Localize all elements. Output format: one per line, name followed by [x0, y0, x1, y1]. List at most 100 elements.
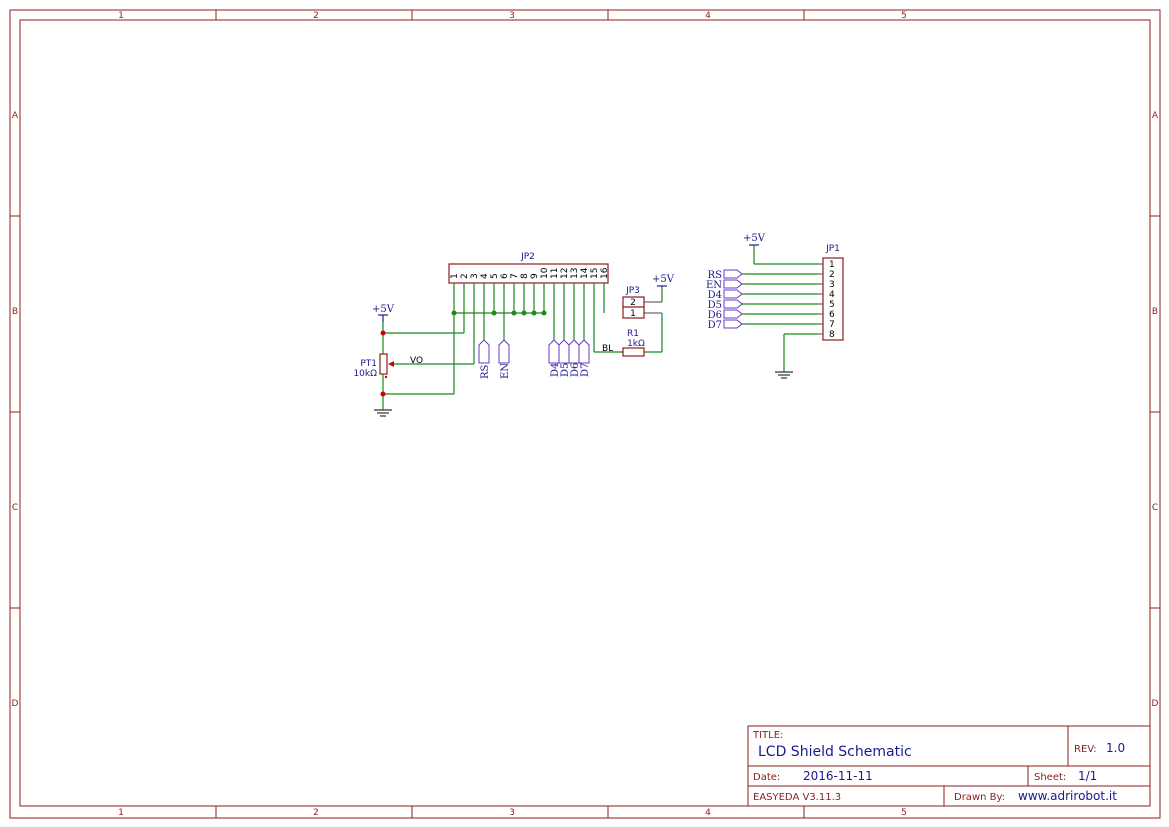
title-label: TITLE:	[752, 730, 783, 741]
jp1-pin-number: 3	[829, 280, 835, 290]
row-label: A	[12, 111, 19, 121]
jp2-pin-number: 4	[480, 273, 490, 279]
jp3-pin: 1	[630, 309, 636, 319]
rev-label: REV:	[1074, 744, 1097, 755]
net-label-bl: BL	[602, 344, 613, 354]
flag-en: EN	[498, 339, 511, 379]
date-value: 2016-11-11	[803, 769, 873, 783]
col-label: 4	[705, 11, 711, 21]
row-label: D	[12, 699, 19, 709]
pt1-potentiometer: +5V VO PT1 10kΩ	[353, 304, 423, 417]
col-label: 2	[313, 808, 319, 818]
jp1-pin-number: 4	[829, 290, 835, 300]
drawn-value: www.adrirobot.it	[1018, 789, 1117, 803]
sheet-label: Sheet:	[1034, 772, 1066, 783]
jp1-flag-d4: D4	[708, 289, 818, 301]
jp1-flag-rs: RS	[708, 269, 818, 281]
col-label: 5	[901, 11, 907, 21]
pt1-ref: PT1	[360, 359, 377, 369]
jp1-pin-number: 2	[829, 270, 835, 280]
flag-rs: RS	[478, 339, 491, 379]
jp2-pin-number: 7	[510, 273, 520, 279]
row-label: C	[1152, 503, 1158, 513]
jp2-pin-number: 11	[550, 268, 560, 279]
row-label: A	[1152, 111, 1159, 121]
jp1-flag-label: D4	[708, 290, 722, 301]
jp1-flag-label: D7	[708, 320, 722, 331]
sheet-value: 1/1	[1078, 769, 1097, 783]
jp2-pin-number: 13	[570, 268, 580, 279]
col-label: 3	[509, 808, 515, 818]
jp2-pin-number: 6	[500, 273, 510, 279]
jp1-flag-d7: D7	[708, 319, 818, 331]
net-label-vo: VO	[410, 356, 423, 366]
software-label: EASYEDA V3.11.3	[753, 792, 841, 803]
ground-symbol	[775, 371, 793, 379]
jp1-flag-d5: D5	[708, 299, 818, 311]
jp2-pin-number: 5	[490, 273, 500, 279]
jp2-net-flags: RS EN D4 D5 D6 D7	[478, 339, 591, 379]
jp1-flag-label: D5	[708, 300, 722, 311]
row-label: B	[1152, 307, 1158, 317]
r1-value: 1kΩ	[627, 339, 645, 349]
svg-text:RS: RS	[480, 364, 491, 379]
r1-ref: R1	[627, 329, 639, 339]
svg-text:D4: D4	[550, 363, 561, 377]
jp2-pin-number: 12	[560, 268, 570, 279]
ground-symbol	[374, 409, 392, 417]
jp2-pin-number: 9	[530, 273, 540, 279]
pt1-vcc-label: +5V	[372, 304, 395, 315]
jp2-wiring: BL	[383, 283, 623, 395]
jp1-pin-number: 1	[829, 260, 835, 270]
jp1-pin-number: 8	[829, 330, 835, 340]
jp2-pin-number: 2	[460, 273, 470, 279]
jp1-flag-label: RS	[708, 270, 723, 281]
flag-d7: D7	[578, 339, 591, 377]
jp2-pin-number: 1	[450, 273, 460, 279]
jp1-ref: JP1	[825, 244, 840, 254]
rev-value: 1.0	[1106, 741, 1125, 755]
jp3-connector: JP3 2 1 +5V	[622, 274, 675, 353]
jp3-pin: 2	[630, 298, 636, 308]
title-value: LCD Shield Schematic	[758, 744, 912, 760]
date-label: Date:	[753, 772, 780, 783]
row-label: D	[1152, 699, 1159, 709]
col-label: 1	[118, 808, 124, 818]
jp3-ref: JP3	[625, 286, 640, 296]
jp1-vcc-label: +5V	[743, 233, 766, 244]
jp1-flag-label: EN	[706, 280, 722, 291]
svg-text:EN: EN	[500, 363, 511, 379]
col-label: 3	[509, 11, 515, 21]
row-label: C	[12, 503, 18, 513]
col-label: 2	[313, 11, 319, 21]
jp2-pin-number: 8	[520, 273, 530, 279]
jp2-pin-number: 14	[580, 267, 590, 279]
jp2-ref: JP2	[520, 252, 535, 262]
jp2-pin-number: 15	[590, 268, 600, 279]
jp1-pin-number: 6	[829, 310, 835, 320]
col-label: 4	[705, 808, 711, 818]
title-block: TITLE: LCD Shield Schematic REV: 1.0 Dat…	[747, 725, 1151, 807]
svg-text:D5: D5	[560, 363, 571, 377]
col-label: 5	[901, 808, 907, 818]
svg-text:D6: D6	[570, 363, 581, 377]
row-label: B	[12, 307, 18, 317]
jp1-flag-label: D6	[708, 310, 722, 321]
sheet-frame: 1 2 3 4 5 1 2 3 4 5 A B C D A B C D	[9, 9, 1161, 819]
jp2-pin-number: 16	[600, 267, 610, 279]
col-label: 1	[118, 11, 124, 21]
r1-resistor: R1 1kΩ	[622, 329, 645, 357]
pt1-value: 10kΩ	[353, 369, 377, 379]
svg-text:D7: D7	[580, 363, 591, 377]
jp1-pin-number: 7	[829, 320, 835, 330]
jp2-pin-number: 10	[540, 267, 550, 279]
jp1-pin-number: 5	[829, 300, 835, 310]
jp1-flag-d6: D6	[708, 309, 818, 321]
drawn-label: Drawn By:	[954, 792, 1005, 803]
